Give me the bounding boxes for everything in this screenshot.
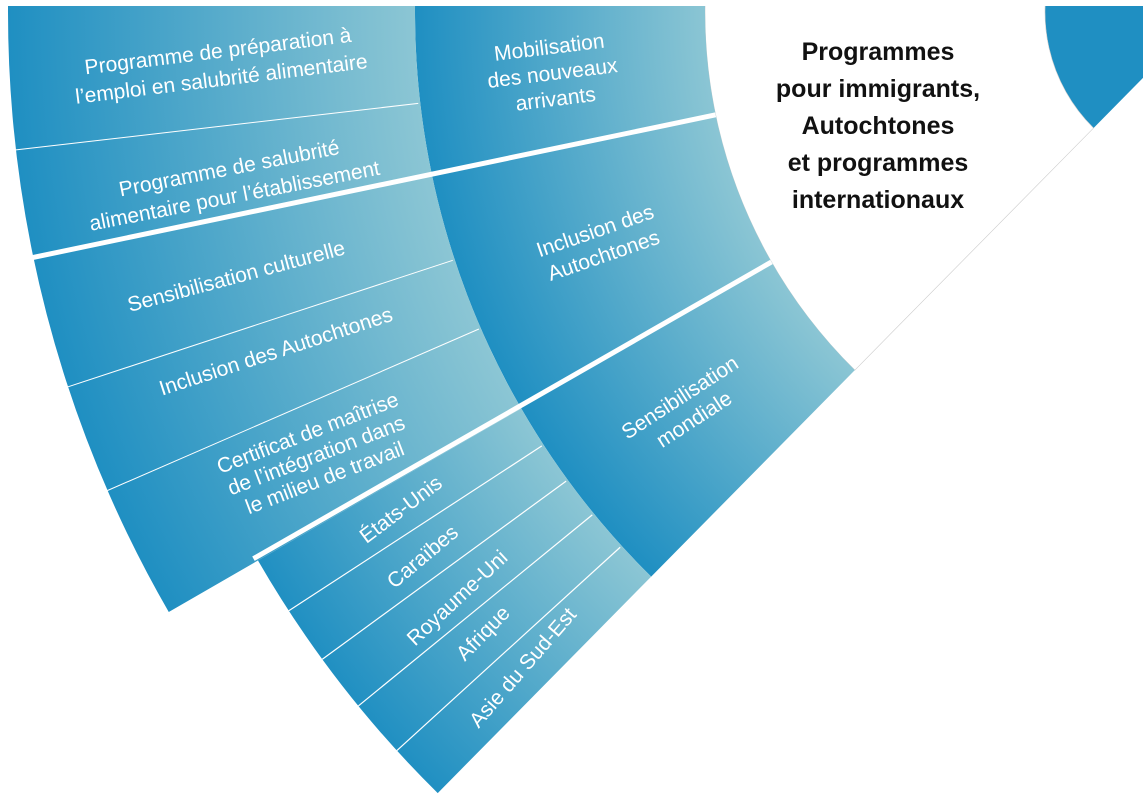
outer-ring: [8, 6, 522, 612]
thin-separator: [288, 445, 543, 612]
countries-ring: [257, 408, 652, 794]
group-separator: [252, 259, 773, 561]
title-segment: [704, 6, 1094, 371]
title-line: Autochtones: [802, 112, 955, 140]
thin-separator: [321, 480, 567, 660]
thin-separator: [107, 328, 480, 491]
inner-ring-segment: [1045, 6, 1143, 129]
thin-separator: [396, 546, 621, 752]
title-line: pour immigrants,: [776, 75, 980, 103]
middle-ring: [415, 6, 855, 577]
title-line: Programmes: [802, 38, 955, 66]
title-line: et programmes: [788, 149, 969, 177]
title-line: internationaux: [792, 186, 964, 214]
group-separator: [27, 112, 717, 261]
title-block: Programmes pour immigrants, Autochtones …: [776, 38, 980, 214]
thin-separator: [15, 102, 419, 151]
thin-separator: [67, 259, 453, 388]
thin-separator: [357, 514, 593, 707]
